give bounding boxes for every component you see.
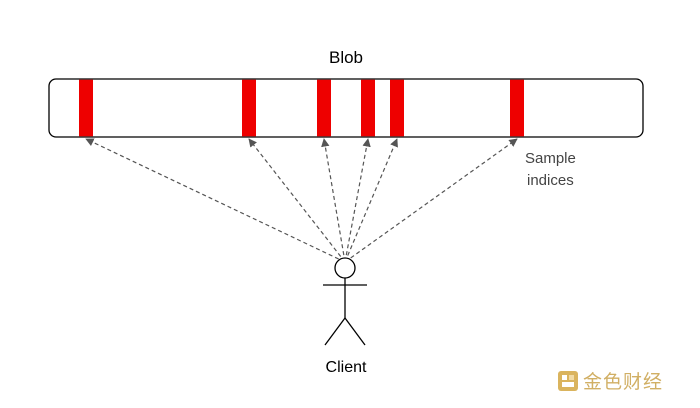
sample-index-bar bbox=[361, 79, 375, 137]
sample-index-bar bbox=[242, 79, 256, 137]
sample-index-bar bbox=[317, 79, 331, 137]
sample-arrow bbox=[248, 138, 346, 263]
sample-indices-label-line2: indices bbox=[527, 172, 574, 189]
client-head bbox=[334, 257, 356, 279]
watermark: 金色财经 bbox=[557, 367, 663, 394]
sample-indices-label-line1: Sample bbox=[525, 150, 576, 167]
sample-arrow bbox=[85, 138, 346, 263]
jinse-logo-icon bbox=[557, 370, 579, 392]
sample-bars bbox=[79, 79, 524, 137]
client-right-leg bbox=[344, 317, 366, 346]
sample-arrow bbox=[344, 138, 518, 263]
sample-index-bar bbox=[79, 79, 93, 137]
sample-arrow bbox=[344, 138, 371, 263]
client-label: Client bbox=[326, 359, 367, 376]
sample-arrows bbox=[85, 138, 518, 263]
sample-arrow bbox=[344, 138, 398, 263]
blob-bar bbox=[48, 78, 644, 138]
client-left-leg bbox=[324, 317, 346, 346]
sample-arrow bbox=[321, 138, 346, 263]
blob-title: Blob bbox=[329, 48, 363, 67]
sample-index-bar bbox=[510, 79, 524, 137]
watermark-text: 金色财经 bbox=[583, 371, 664, 393]
stick-figure-icon bbox=[323, 257, 367, 346]
sample-index-bar bbox=[390, 79, 404, 137]
